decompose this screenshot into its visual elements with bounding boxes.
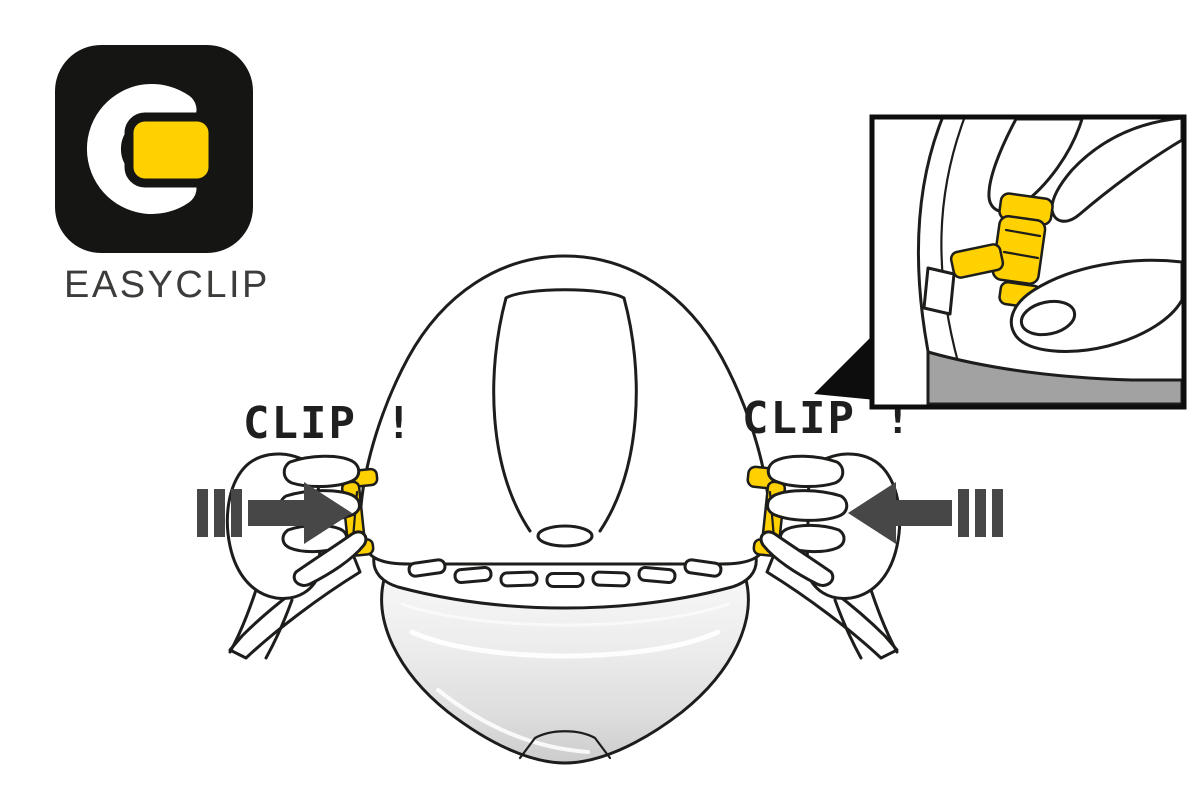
left-hand — [225, 452, 368, 660]
arrow-bar — [992, 489, 1003, 537]
vent-slot — [453, 565, 493, 585]
vent-slot — [683, 558, 723, 578]
right-hand — [759, 452, 902, 660]
vent-slot — [637, 565, 677, 585]
inset-clip-arm — [949, 243, 1005, 279]
inset-clip-receptacle — [922, 266, 956, 316]
callout-pointer-icon — [814, 332, 876, 400]
easyclip-logo: EASYCLIP — [55, 45, 270, 306]
inset-clip-detail — [1002, 228, 1042, 260]
arrow-bar — [231, 489, 242, 537]
visor-highlight — [400, 602, 730, 627]
visor-nose-notch — [518, 730, 612, 760]
logo-c-mark-icon — [87, 84, 197, 214]
arrow-head — [304, 482, 352, 544]
helmet-illustration — [225, 254, 902, 765]
arrow-bar — [197, 489, 208, 537]
detail-inset-frame — [869, 114, 1187, 410]
arrow-bar — [958, 489, 969, 537]
inset-thumbnail — [1019, 299, 1077, 337]
push-in-arrow-left-icon — [197, 482, 352, 544]
vent-slot — [407, 558, 447, 578]
push-in-arrow-right-icon — [848, 482, 1003, 544]
front-logo-recess — [536, 524, 594, 548]
logo-yellow-lens-icon — [124, 112, 218, 188]
helmet-shell — [358, 254, 772, 566]
detail-inset-content — [917, 119, 1182, 405]
crown-ridge-line — [504, 288, 626, 300]
inset-clip-hardware — [949, 192, 1054, 310]
arrow-bar — [975, 489, 986, 537]
arrow-bar — [214, 489, 225, 537]
vent-slot — [545, 572, 585, 588]
arrow-shaft — [896, 500, 952, 526]
vent-slots — [407, 558, 723, 588]
inset-visor-edge — [926, 350, 1182, 405]
logo-wordmark: EASYCLIP — [64, 264, 270, 306]
visor-highlight — [409, 629, 721, 659]
inset-helmet-edge — [940, 119, 966, 364]
arrow-shaft — [248, 500, 304, 526]
arrow-head — [848, 482, 896, 544]
detail-inset — [814, 114, 1187, 410]
clip-label-left: CLIP ! — [243, 398, 414, 449]
crown-ridge-line — [492, 296, 532, 533]
vent-slot — [499, 570, 539, 588]
vent-slot — [591, 570, 631, 588]
crown-ridge-line — [598, 296, 638, 533]
visor-highlight — [436, 688, 590, 754]
